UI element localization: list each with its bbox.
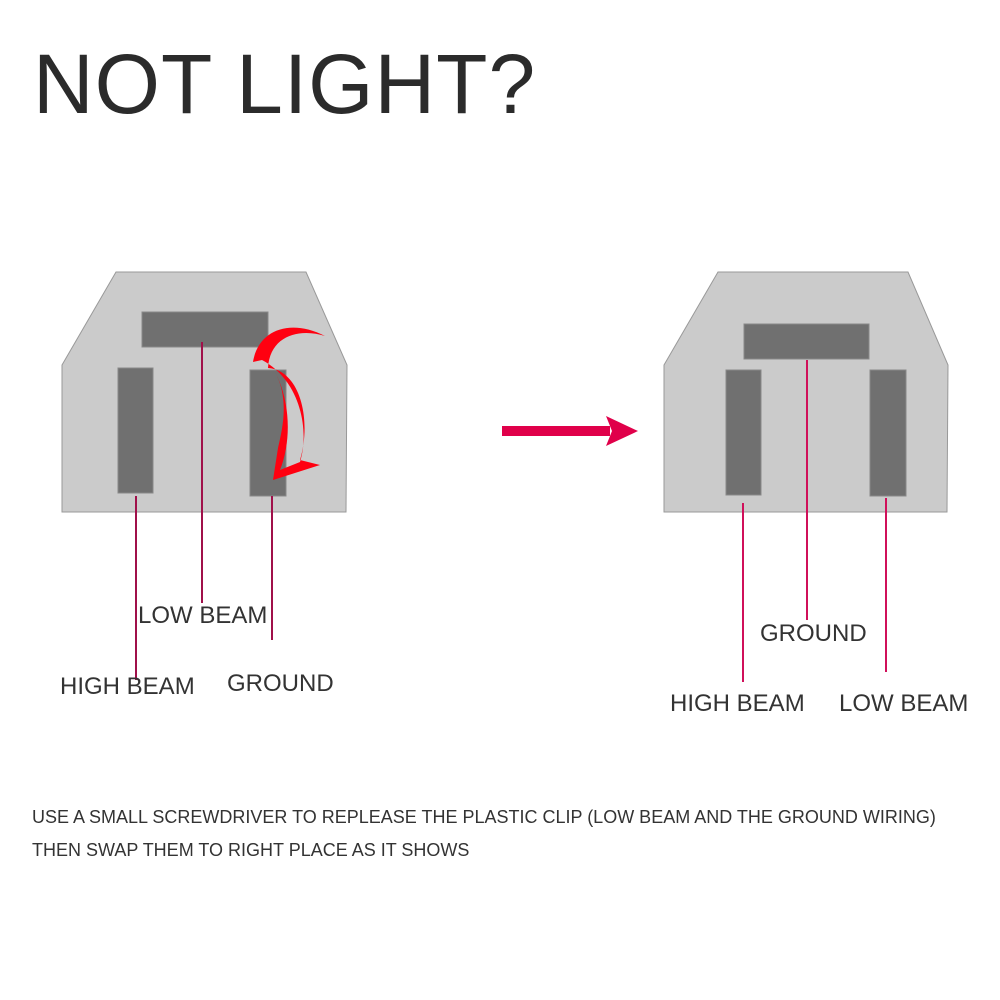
pin-left [117,367,154,494]
label-before-ground: GROUND [227,670,334,697]
pin-right [869,369,907,497]
label-after-high-beam: HIGH BEAM [670,690,805,717]
pin-top [743,323,870,360]
label-before-high-beam: HIGH BEAM [60,673,195,700]
pin-top [141,311,269,348]
label-after-low-beam: LOW BEAM [839,690,969,717]
page-title: NOT LIGHT? [33,37,537,131]
connector-body [61,271,348,513]
swap-arrow-icon [253,327,325,480]
connector-before [61,271,348,680]
label-after-ground: GROUND [760,620,867,647]
instruction-line-1: USE A SMALL SCREWDRIVER TO REPLEASE THE … [32,807,936,827]
pin-left [725,369,762,496]
instruction-line-2: THEN SWAP THEM TO RIGHT PLACE AS IT SHOW… [32,840,470,860]
label-before-low-beam: LOW BEAM [138,602,268,629]
right-arrow-icon [502,416,638,446]
connector-after [663,271,949,682]
